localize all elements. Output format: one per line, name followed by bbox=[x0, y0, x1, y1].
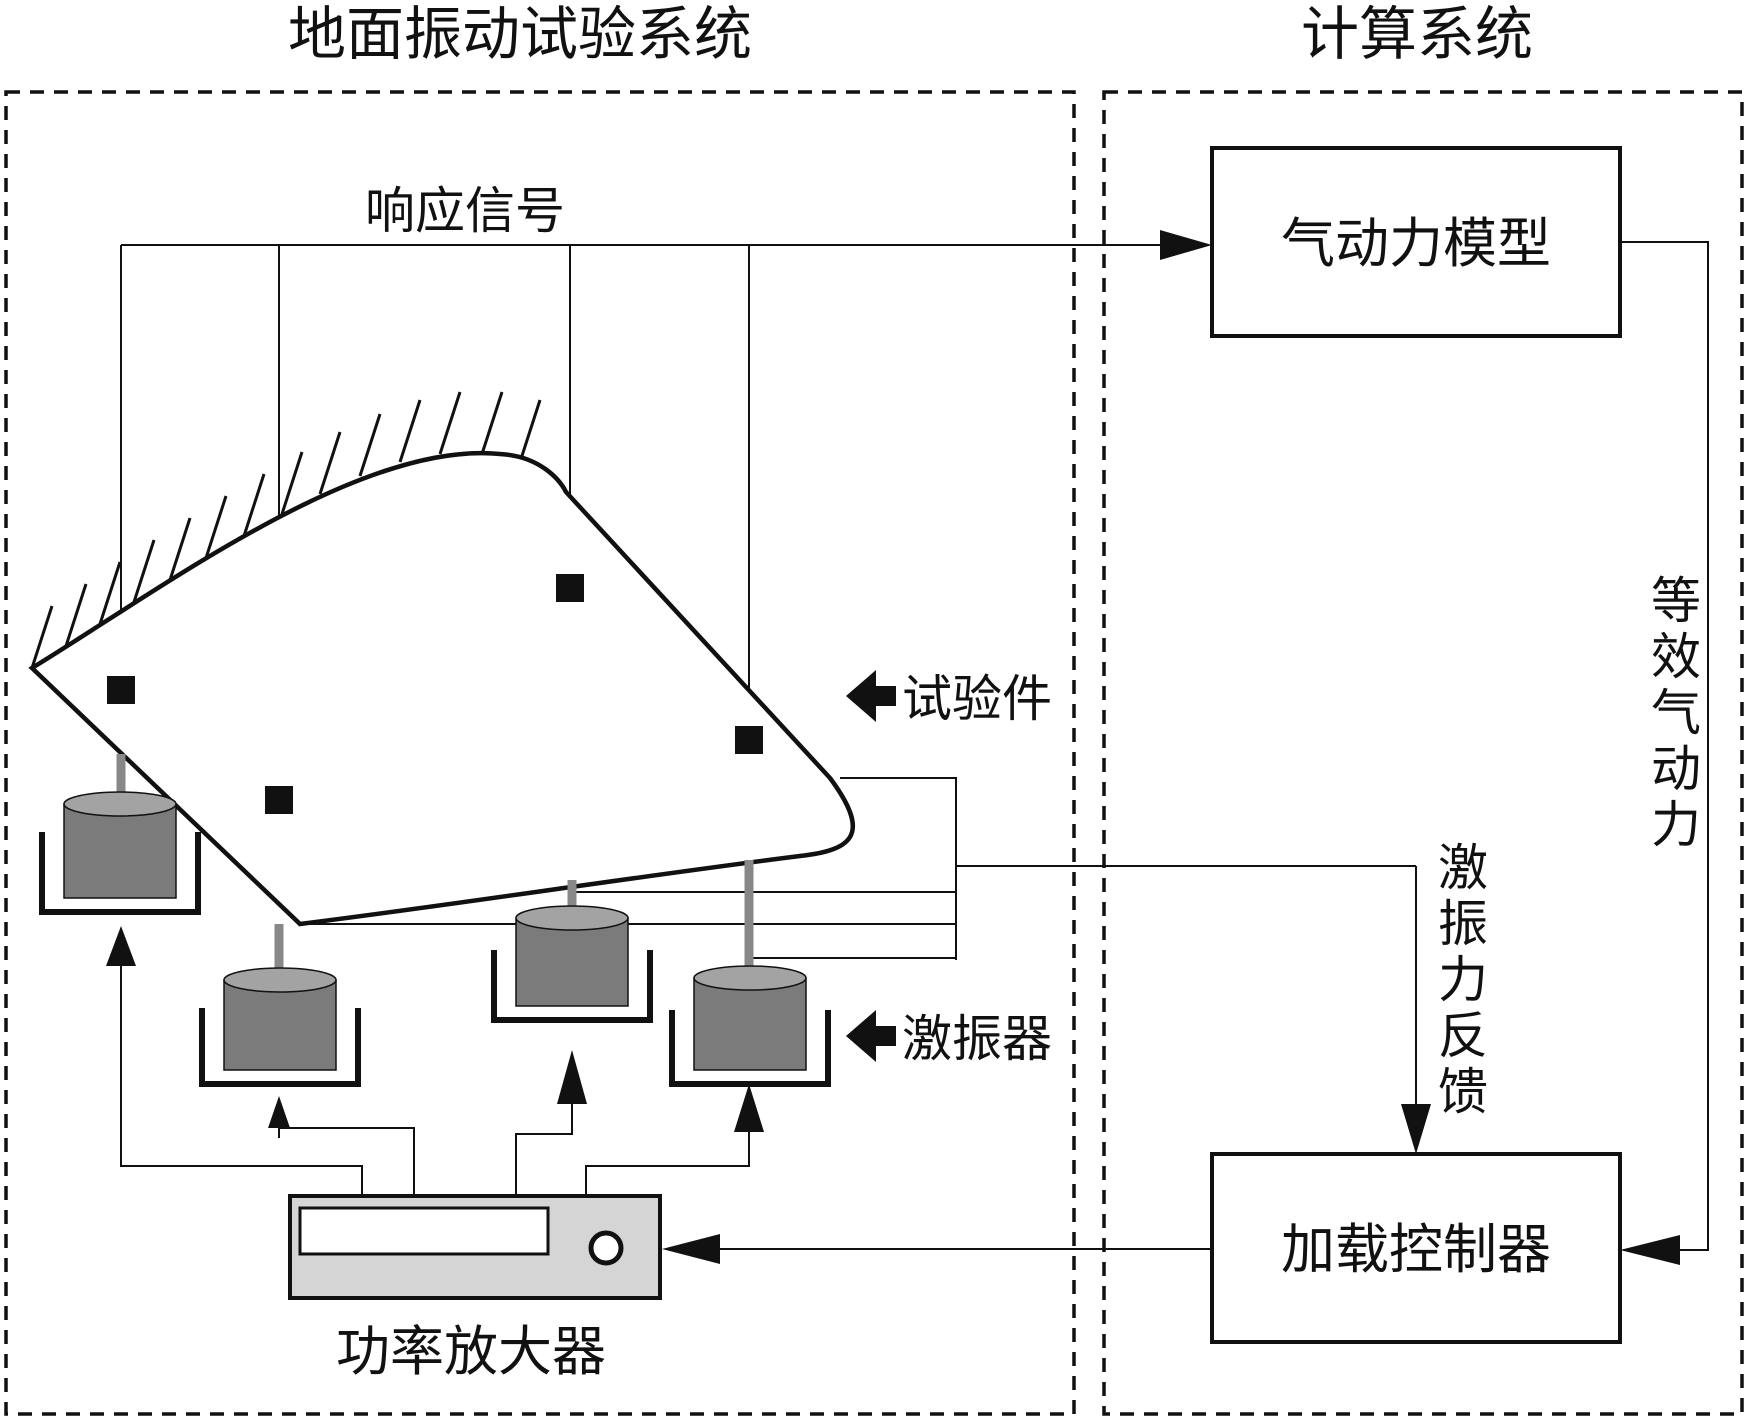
equivalent-aero-force-label: 等 效 气 动 力 bbox=[1651, 572, 1701, 854]
computation-system-title: 计算系统 bbox=[1301, 0, 1533, 68]
svg-text:反: 反 bbox=[1438, 1007, 1488, 1065]
svg-text:激: 激 bbox=[1438, 839, 1488, 897]
equivalent-aero-force-line bbox=[1620, 241, 1709, 1251]
aero-model-label: 气动力模型 bbox=[1281, 212, 1551, 275]
gvt-system-frame bbox=[4, 90, 1076, 1416]
exciter-label: 激振器 bbox=[902, 1010, 1052, 1068]
test-article-outline bbox=[28, 450, 856, 927]
svg-text:动: 动 bbox=[1651, 740, 1701, 798]
test-article-label: 试验件 bbox=[902, 670, 1052, 728]
sensor-1 bbox=[107, 676, 135, 704]
svg-text:振: 振 bbox=[1438, 895, 1488, 953]
exciter-callout: 激振器 bbox=[846, 1010, 1052, 1068]
svg-text:馈: 馈 bbox=[1438, 1063, 1488, 1121]
response-signal-arrowhead bbox=[1160, 230, 1212, 260]
gvt-system-title: 地面振动试验系统 bbox=[288, 0, 752, 68]
left-arrow-icon bbox=[846, 1010, 896, 1062]
load-controller-label: 加载控制器 bbox=[1281, 1218, 1551, 1281]
shaker-4 bbox=[669, 860, 831, 1087]
svg-text:效: 效 bbox=[1651, 628, 1701, 686]
force-feedback-arrowhead bbox=[1401, 1104, 1431, 1154]
force-feedback-lines bbox=[302, 777, 1417, 1104]
amplifier-drive-lines bbox=[120, 966, 750, 1196]
aero-model-block: 气动力模型 bbox=[1210, 146, 1622, 338]
power-amplifier-label: 功率放大器 bbox=[336, 1320, 606, 1383]
controller-to-amplifier-arrowhead bbox=[662, 1234, 720, 1264]
shaker-1 bbox=[39, 754, 201, 915]
sensors bbox=[107, 574, 763, 814]
load-controller-block: 加载控制器 bbox=[1210, 1152, 1622, 1344]
svg-text:力: 力 bbox=[1651, 796, 1701, 854]
sensor-4 bbox=[735, 726, 763, 754]
computation-system-frame bbox=[1102, 90, 1744, 1416]
power-amplifier bbox=[288, 1194, 662, 1300]
shaker-3 bbox=[491, 880, 653, 1023]
test-article-callout: 试验件 bbox=[846, 670, 1052, 728]
sensor-2 bbox=[265, 786, 293, 814]
sensor-3 bbox=[556, 574, 584, 602]
svg-text:力: 力 bbox=[1438, 951, 1488, 1009]
exciter-force-feedback-label: 激 振 力 反 馈 bbox=[1438, 839, 1488, 1121]
shaker-2 bbox=[199, 924, 361, 1087]
svg-text:等: 等 bbox=[1651, 572, 1701, 630]
svg-text:气: 气 bbox=[1651, 684, 1701, 742]
fixed-wall-hatching bbox=[30, 391, 542, 669]
left-arrow-icon bbox=[846, 670, 896, 722]
equivalent-aero-force-arrowhead bbox=[1620, 1235, 1680, 1265]
response-signal-label: 响应信号 bbox=[365, 182, 565, 240]
amplifier-drive-arrowheads bbox=[106, 926, 764, 1132]
